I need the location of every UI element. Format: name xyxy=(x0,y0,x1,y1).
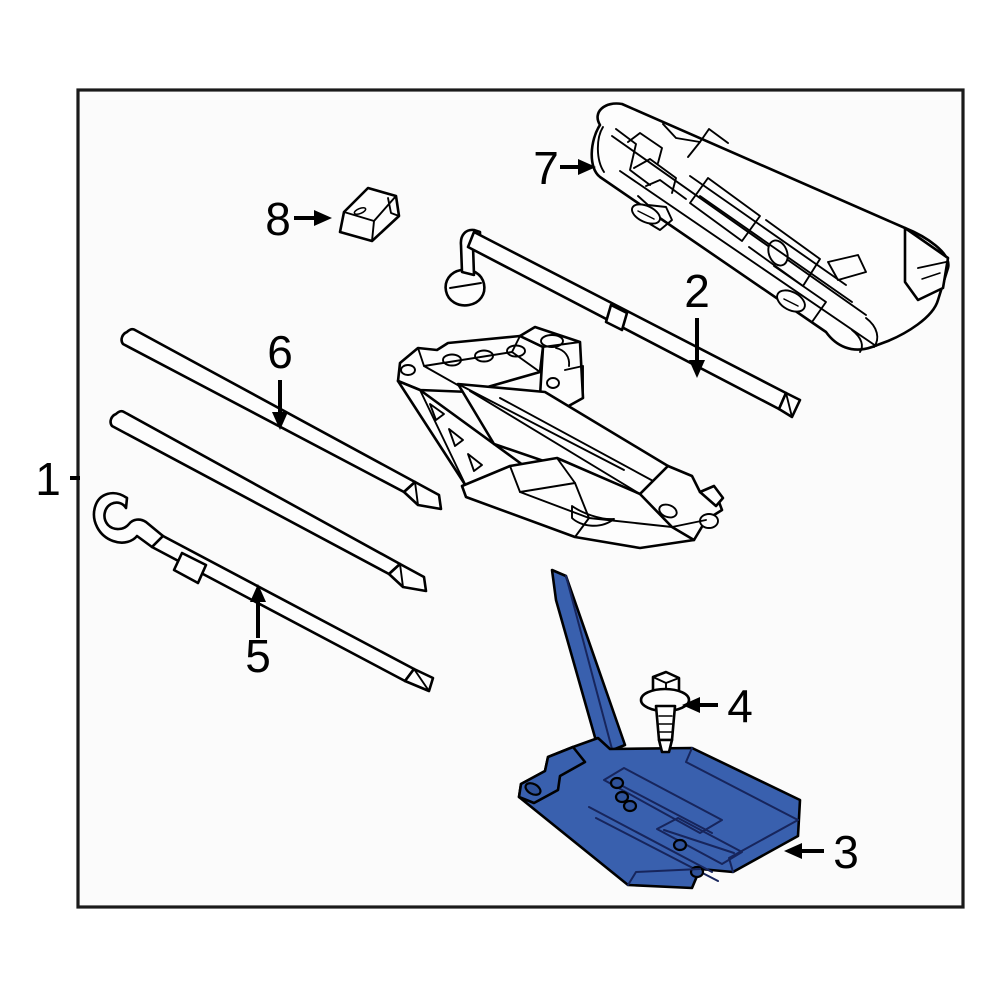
part-jack-handle xyxy=(444,228,802,419)
callout-7-leader xyxy=(560,159,596,175)
callout-8-leader xyxy=(294,210,332,226)
part-tool-bag xyxy=(590,102,950,353)
callout-4-label: 4 xyxy=(727,680,753,732)
callout-2-label: 2 xyxy=(684,265,710,317)
part-jack-mount-bracket xyxy=(517,568,802,890)
callout-6-leader xyxy=(272,380,288,430)
part-small-bracket-plate xyxy=(338,186,401,243)
callout-8-label: 8 xyxy=(265,193,291,245)
part-second-rod xyxy=(109,409,428,593)
callout-7-label: 7 xyxy=(533,142,559,194)
callout-6-label: 6 xyxy=(267,326,293,378)
part-hook-rod xyxy=(92,491,435,693)
callout-3-leader xyxy=(784,843,824,859)
callout-2-leader xyxy=(689,318,705,378)
part-mounting-bolt xyxy=(639,670,691,754)
part-extension-rod xyxy=(120,327,443,511)
callout-4-leader xyxy=(682,697,718,713)
callout-5-leader xyxy=(250,584,266,638)
callout-5-label: 5 xyxy=(245,630,271,682)
callout-1-label: 1 xyxy=(35,453,61,505)
part-scissor-jack xyxy=(396,325,725,550)
callout-3-label: 3 xyxy=(833,826,859,878)
